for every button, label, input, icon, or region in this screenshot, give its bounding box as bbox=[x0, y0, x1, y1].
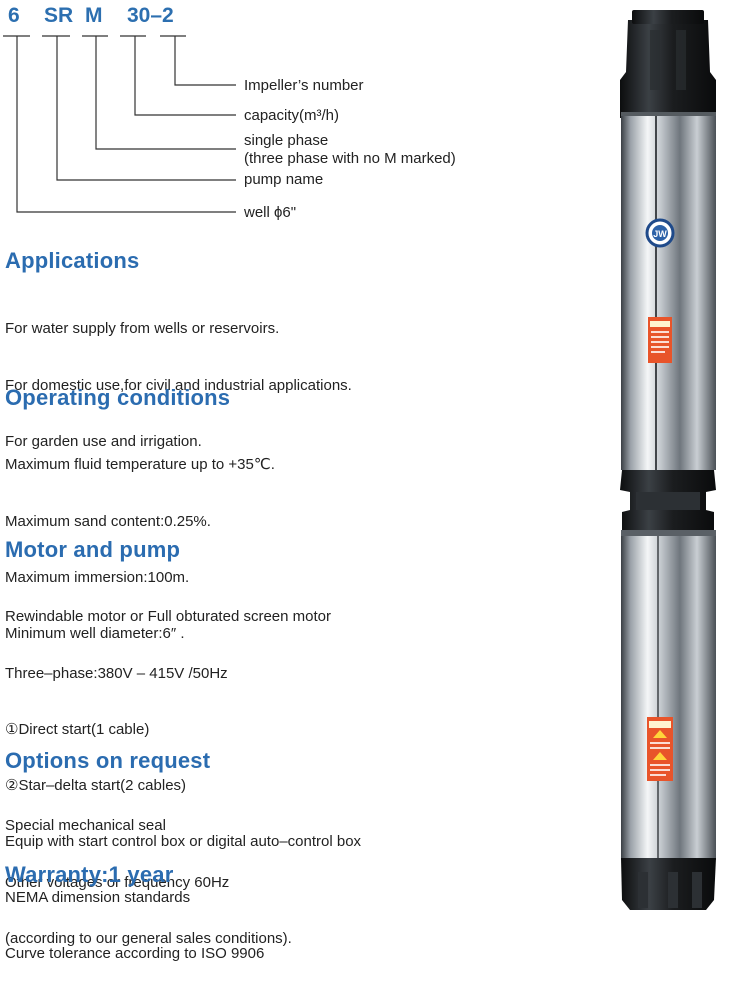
legend-pump-name: pump name bbox=[244, 171, 324, 188]
code-phase: M bbox=[85, 4, 103, 27]
operating-line: Maximum immersion:100m. bbox=[5, 568, 190, 586]
code-pump-name: SR bbox=[44, 4, 74, 27]
applications-heading: Applications bbox=[5, 248, 140, 273]
operating-heading: Operating conditions bbox=[5, 385, 231, 410]
applications-line: For domestic use,for civil and industria… bbox=[5, 376, 352, 394]
legend-capacity: capacity(m³/h) bbox=[244, 107, 340, 124]
warning-label-lower bbox=[647, 717, 673, 781]
operating-line: Maximum fluid temperature up to +35℃. bbox=[5, 456, 275, 474]
operating-line: Minimum well diameter:6″ . bbox=[5, 624, 185, 642]
options-heading: Options on request bbox=[5, 748, 211, 773]
motor-line: Equip with start control box or digital … bbox=[5, 832, 362, 850]
motor-line: Rewindable motor or Full obturated scree… bbox=[5, 608, 331, 626]
pump-motor-body bbox=[621, 530, 716, 860]
warranty-line: (according to our general sales conditio… bbox=[5, 930, 292, 948]
code-well: 6 bbox=[8, 4, 20, 27]
legend-well: well ϕ6" bbox=[244, 204, 297, 221]
legend-impeller: Impeller’s number bbox=[244, 77, 364, 94]
legend-phase-2: (three phase with no M marked) bbox=[244, 150, 456, 167]
motor-line: NEMA dimension standards bbox=[5, 888, 191, 906]
pump-image: JW bbox=[620, 10, 716, 910]
motor-line: Three–phase:380V – 415V /50Hz bbox=[5, 664, 228, 682]
options-line: Special mechanical seal bbox=[5, 817, 166, 835]
applications-text: For water supply from wells or reservoir… bbox=[5, 283, 352, 470]
options-line: Other voltages or frequency 60Hz bbox=[5, 873, 230, 891]
pump-upper-body bbox=[621, 112, 716, 470]
warranty-heading: Warranty:1 year bbox=[5, 862, 174, 887]
motor-line: ②Star–delta start(2 cables) bbox=[5, 776, 187, 794]
applications-line: For water supply from wells or reservoir… bbox=[5, 320, 280, 338]
legend-phase-1: single phase bbox=[244, 132, 329, 149]
options-text: Special mechanical seal Other voltages o… bbox=[5, 780, 229, 911]
motor-line: ①Direct start(1 cable) bbox=[5, 720, 150, 738]
motor-heading: Motor and pump bbox=[5, 537, 181, 562]
pump-top-head bbox=[620, 20, 716, 118]
warning-label-upper bbox=[648, 317, 672, 363]
operating-text: Maximum fluid temperature up to +35℃. Ma… bbox=[5, 419, 275, 662]
pump-logo-text: JW bbox=[653, 229, 667, 239]
code-capacity-impellers: 30–2 bbox=[127, 4, 174, 27]
operating-line: Maximum sand content:0.25%. bbox=[5, 512, 211, 530]
applications-line: For garden use and irrigation. bbox=[5, 432, 202, 450]
pump-logo-icon: JW bbox=[645, 218, 675, 248]
code-connector-lines bbox=[3, 35, 236, 213]
